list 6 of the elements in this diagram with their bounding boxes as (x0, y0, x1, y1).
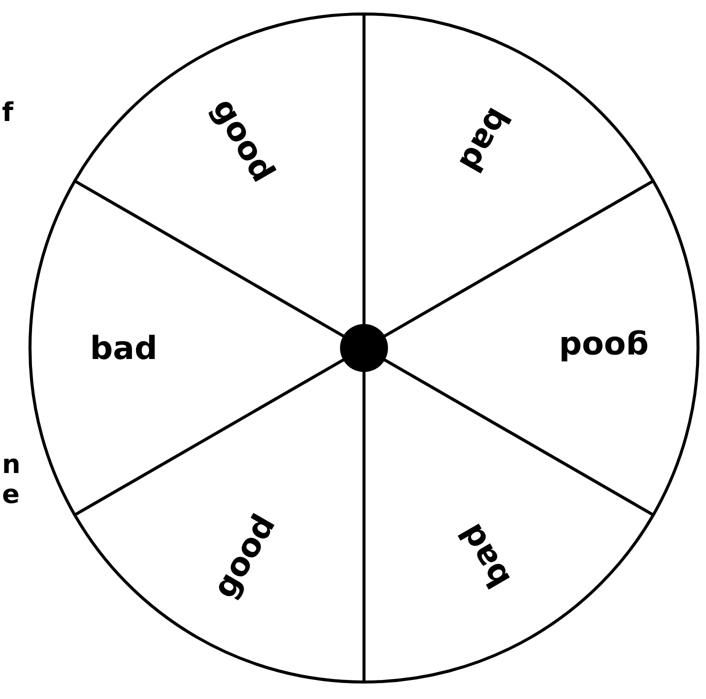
center-pin (340, 324, 388, 372)
text-fragment: e (2, 482, 20, 508)
text-fragment: f (2, 100, 14, 126)
sector-label: good (559, 332, 650, 364)
sector-label: bad (90, 332, 158, 364)
text-fragment: n (2, 452, 21, 478)
